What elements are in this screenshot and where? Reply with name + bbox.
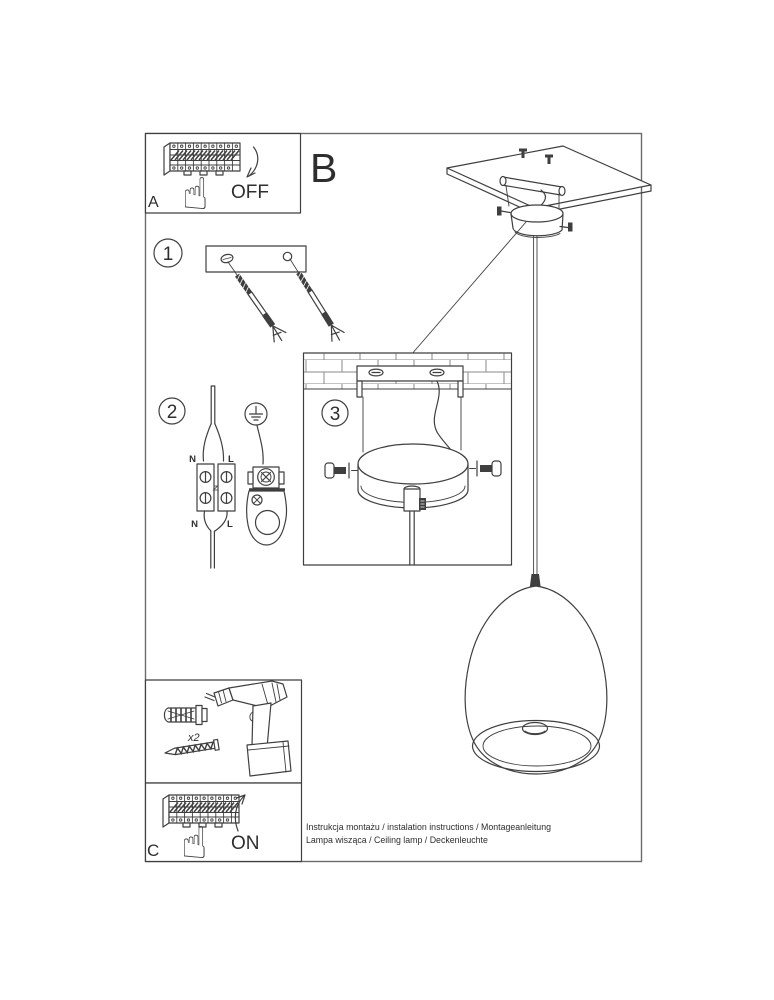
canopy <box>497 204 573 238</box>
bulb-socket <box>521 721 549 736</box>
pendant-lamp <box>464 585 608 775</box>
box-a-power-off: ☝ OFF A <box>144 132 302 220</box>
lamp-cable <box>203 510 228 569</box>
tools-box: x2 <box>144 679 303 784</box>
sheet-frame <box>144 132 643 863</box>
panel-screws <box>519 148 553 164</box>
ground-wire <box>256 424 264 465</box>
step-1-badge <box>153 238 183 268</box>
label-l-bottom: L <box>227 519 233 530</box>
bulb-detail <box>524 730 546 735</box>
hand-icon: ☝ <box>181 818 208 869</box>
step-2-number: 2 <box>167 402 178 423</box>
arrow-down-icon <box>246 146 259 178</box>
leader-line <box>410 221 527 356</box>
step-1-number: 1 <box>163 244 174 265</box>
section-b-label: B <box>310 145 337 191</box>
step-1: 1 <box>153 238 347 346</box>
mounting-bracket-top <box>499 175 566 217</box>
shade-rim-inner <box>482 725 592 767</box>
step-3: 3 <box>302 352 513 566</box>
arrow-up-icon <box>234 794 246 832</box>
off-label: OFF <box>231 182 269 203</box>
step-3-number: 3 <box>330 404 341 425</box>
ground-terminal <box>246 466 288 546</box>
step-3-badge <box>321 399 349 427</box>
box-a-label: A <box>148 194 159 211</box>
label-n-bottom: N <box>191 519 198 530</box>
terminal-marking <box>212 485 219 491</box>
ground-symbol-icon <box>244 402 268 426</box>
cord-ferrule <box>529 574 541 588</box>
hand-icon: ☝ <box>182 169 209 220</box>
footer-line-2: Lampa wisząca / Ceiling lamp / Deckenleu… <box>306 835 488 845</box>
label-l-top: L <box>228 454 234 465</box>
terminal-block <box>196 463 236 512</box>
shade-rim-outer <box>471 719 601 773</box>
on-label: ON <box>231 833 260 854</box>
canopy-detail <box>357 443 469 565</box>
side-screw-left <box>324 462 358 479</box>
plate-round-hole <box>282 251 293 262</box>
box-c-power-on: ☝ ON C <box>144 782 303 869</box>
step-2-badge <box>158 397 186 425</box>
label-n-top: N <box>189 454 196 465</box>
box-c-label: C <box>147 841 159 860</box>
screw-count-label: x2 <box>187 732 200 744</box>
wall-plug-icon <box>163 704 208 726</box>
ceiling-assembly <box>410 145 652 588</box>
supply-cable <box>202 385 225 462</box>
footer: Instrukcja montażu / instalation instruc… <box>306 822 551 845</box>
mounting-bracket-detail <box>356 365 464 453</box>
screw-icon <box>164 738 220 756</box>
step-2: 2 N L N L <box>158 385 288 569</box>
drill-icon <box>204 680 292 777</box>
footer-line-1: Instrukcja montażu / instalation instruc… <box>306 822 551 832</box>
side-screw-right <box>469 460 502 477</box>
suspension-cord <box>533 235 538 575</box>
lamp-shade <box>464 585 608 775</box>
